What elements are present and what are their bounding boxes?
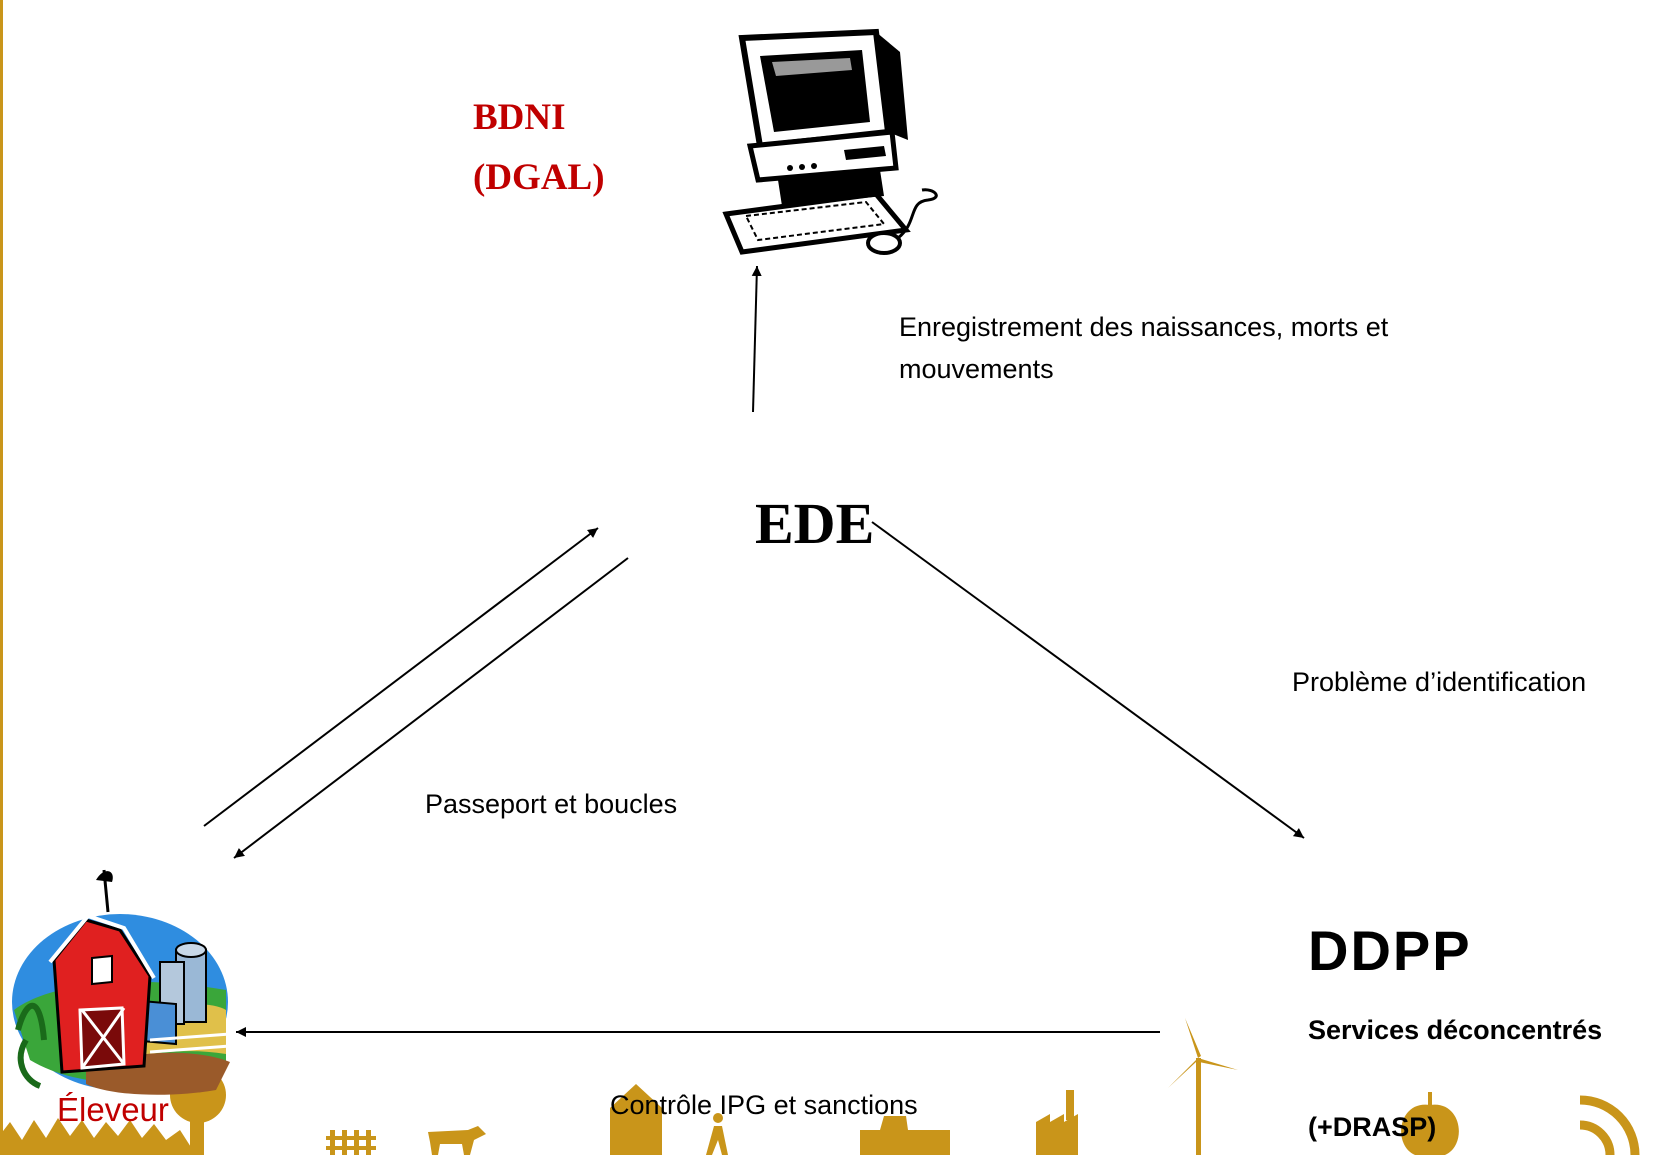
edge-label-probleme-identification: Problème d’identification	[1292, 667, 1587, 697]
ddpp-subtitle-drasp: (+DRASP)	[1308, 1112, 1437, 1142]
arrow-eleveur-to-ede	[203, 527, 599, 827]
bdni-label: BDNI (DGAL)	[473, 88, 605, 208]
fence-icon	[326, 1130, 376, 1155]
ddpp-node-label: DDPP	[1308, 919, 1472, 982]
ddpp-subtitle-services: Services déconcentrés	[1308, 1015, 1603, 1045]
edge-label-controle-sanctions: Contrôle IPG et sanctions	[610, 1090, 918, 1120]
arrow-ede-to-bdni	[751, 265, 762, 413]
computer-icon	[722, 28, 938, 255]
house-icon	[610, 1084, 662, 1155]
apple-icon	[1401, 1092, 1459, 1155]
cow-icon	[428, 1126, 486, 1155]
arrow-ede-to-ddpp	[871, 521, 1305, 839]
walker-icon	[706, 1113, 728, 1155]
ede-node-label: EDE	[755, 491, 875, 556]
farm-icon	[12, 869, 231, 1095]
rss-icon	[1579, 1095, 1640, 1155]
tractor-icon	[860, 1116, 950, 1155]
left-border-decoration	[0, 0, 3, 1155]
eleveur-node-label: Éleveur	[57, 1091, 169, 1128]
factory-icon	[1036, 1090, 1078, 1155]
arrow-ede-to-eleveur	[233, 557, 629, 859]
wind-turbine-icon	[1168, 1018, 1238, 1155]
bdni-line-1: BDNI	[473, 97, 566, 138]
bdni-line-2: (DGAL)	[473, 157, 605, 198]
landscape-silhouette-decoration	[0, 1018, 1640, 1155]
edge-label-enregistrement: Enregistrement des naissances, morts et …	[899, 312, 1389, 384]
edge-label-passeport-boucles: Passeport et boucles	[425, 789, 678, 819]
